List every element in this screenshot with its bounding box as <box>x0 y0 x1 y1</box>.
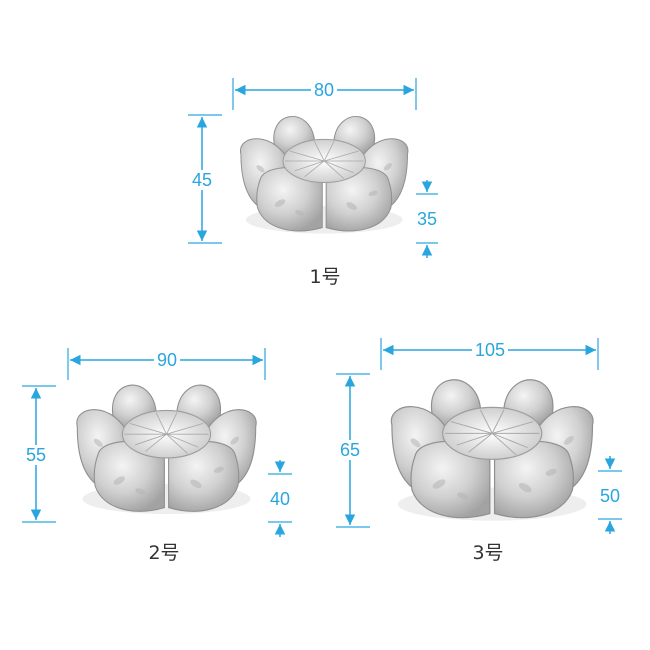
product-1-illustration <box>239 115 409 234</box>
product-1-height-value: 45 <box>188 170 216 190</box>
product-2-width-value: 90 <box>153 350 181 370</box>
product-2-illustration <box>76 384 257 515</box>
product-1-inner-height-dimension <box>416 180 438 258</box>
product-2-inner-height-value: 40 <box>266 489 294 509</box>
product-2-inner-height-dimension <box>268 460 292 537</box>
product-3-inner-height-value: 50 <box>596 486 624 506</box>
product-3-illustration <box>390 379 594 522</box>
product-3-inner-height-dimension <box>598 456 622 534</box>
product-3-width-value: 105 <box>471 340 509 360</box>
product-1-label: 1号 <box>309 266 341 288</box>
product-3-height-value: 65 <box>336 440 364 460</box>
product-1-inner-height-value: 35 <box>413 209 441 229</box>
product-2-label: 2号 <box>148 542 180 564</box>
product-1-width-value: 80 <box>310 80 338 100</box>
product-2-height-value: 55 <box>22 445 50 465</box>
product-3-label: 3号 <box>472 542 504 564</box>
